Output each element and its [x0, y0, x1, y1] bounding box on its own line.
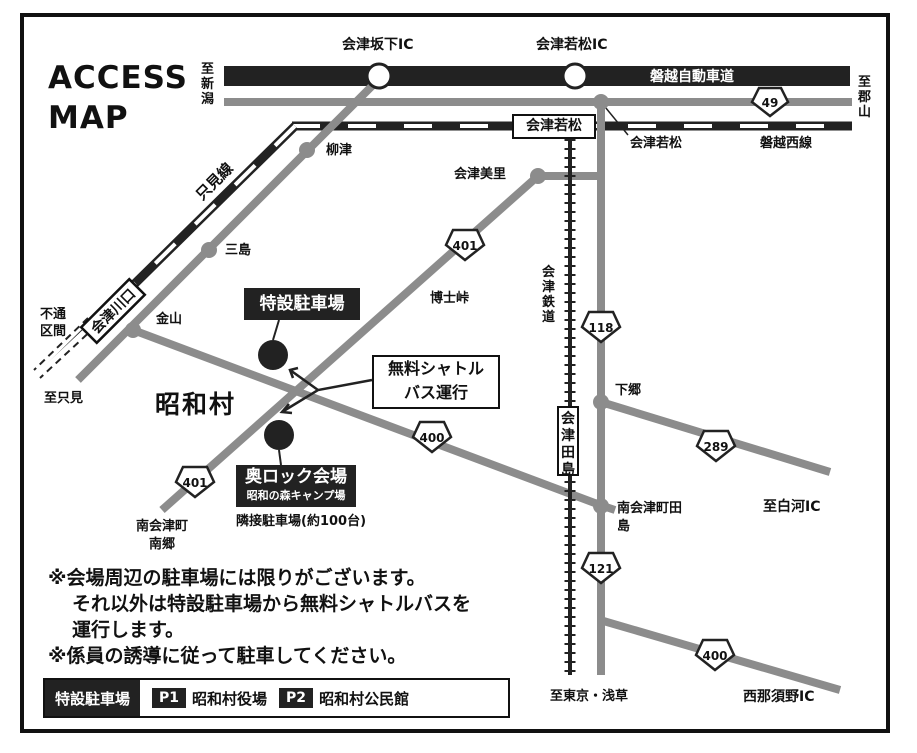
route-shield-49: 49: [750, 86, 790, 118]
note-line-3: 運行します。: [72, 619, 185, 641]
special-parking-marker: [258, 340, 288, 370]
label-nishinasuno-ic: 西那須野IC: [743, 689, 815, 705]
label-to-niigata: 至新潟: [200, 62, 214, 107]
label-yanaizu: 柳津: [326, 143, 353, 158]
svg-text:118: 118: [588, 321, 613, 335]
expressway-banetsu: [224, 66, 850, 86]
svg-text:400: 400: [702, 649, 727, 663]
ic-sakashita-marker: [365, 62, 393, 90]
label-to-tadami: 至只見: [44, 391, 84, 406]
note-line-1: ※会場周辺の駐車場には限りがございます。: [48, 567, 426, 589]
label-hakase-toge: 博士峠: [430, 291, 470, 306]
station-box-aizu-wakamatsu: 会津若松: [512, 114, 596, 139]
dot-aizu-misato: [530, 168, 546, 184]
route-shield-289: 289: [695, 429, 737, 463]
label-to-koriyama: 至郡山: [857, 75, 871, 120]
label-banetsu-west-line: 磐越西線: [760, 136, 813, 151]
dot-tajima: [593, 498, 609, 514]
notes-block: ※会場周辺の駐車場には限りがございます。 それ以外は特設駐車場から無料シャトルバ…: [48, 565, 471, 669]
note-line-4: ※係員の誘導に従って駐車してください。: [48, 645, 407, 667]
svg-text:121: 121: [588, 562, 613, 576]
legend-p1-label: 昭和村役場: [192, 689, 268, 708]
venue-label: 奥ロック会場 昭和の森キャンプ場: [236, 465, 356, 507]
shuttle-bus-box: 無料シャトル バス運行: [372, 355, 500, 409]
venue-marker: [264, 420, 294, 450]
label-mishima: 三島: [225, 243, 252, 258]
svg-text:400: 400: [419, 431, 444, 445]
dot-shimogo: [593, 394, 609, 410]
dot-kaneyama: [125, 322, 141, 338]
legend-p2-badge: P2: [279, 688, 314, 708]
special-parking-label: 特設駐車場: [244, 288, 360, 320]
map-title: ACCESS MAP: [48, 60, 188, 136]
ic-wakamatsu-marker: [561, 62, 589, 90]
route-shield-401-south: 401: [174, 465, 216, 499]
route-shield-121: 121: [580, 551, 622, 585]
label-to-tokyo: 至東京・浅草: [550, 689, 629, 704]
dot-mishima: [201, 242, 217, 258]
leader-special-parking: [272, 319, 280, 341]
svg-text:401: 401: [182, 476, 207, 490]
label-aizu-railway: 会津鉄道: [541, 265, 555, 325]
label-aizu-wakamatsu: 会津若松: [630, 136, 683, 151]
label-showa-village: 昭和村: [155, 390, 237, 419]
label-kaneyama: 金山: [156, 312, 183, 327]
dot-yanaizu: [299, 142, 315, 158]
route-shield-400-west: 400: [411, 420, 453, 454]
svg-text:401: 401: [452, 239, 477, 253]
label-minamiaizu-tajima: 南会津町田島: [617, 501, 683, 534]
venue-adjacent-parking: 隣接駐車場(約100台): [236, 514, 367, 529]
svg-text:289: 289: [703, 440, 728, 454]
label-minamiaizu-nango: 南会津町 南郷: [136, 519, 189, 552]
legend-p2-label: 昭和村公民館: [319, 689, 410, 708]
shuttle-arrows: [279, 366, 373, 415]
svg-text:49: 49: [762, 96, 779, 110]
parking-legend: 特設駐車場 P1 昭和村役場 P2 昭和村公民館: [43, 678, 510, 718]
route-shield-401-north: 401: [444, 228, 486, 262]
legend-title: 特設駐車場: [45, 680, 141, 716]
route-shield-118: 118: [580, 310, 622, 344]
leader-venue: [278, 449, 282, 466]
label-ic-wakamatsu: 会津若松IC: [536, 37, 608, 53]
station-box-aizu-tajima: 会津田島: [557, 406, 579, 478]
note-line-2: それ以外は特設駐車場から無料シャトルバスを: [72, 593, 472, 615]
label-shimogo: 下郷: [615, 383, 642, 398]
label-ic-sakashita: 会津坂下IC: [342, 37, 414, 53]
label-aizu-misato: 会津美里: [454, 167, 507, 182]
legend-p1-badge: P1: [152, 688, 187, 708]
dot-aizu-wakamatsu: [593, 94, 609, 110]
label-non-service-section: 不通区間: [40, 307, 67, 339]
label-expressway: 磐越自動車道: [650, 69, 734, 85]
label-to-shirakawa-ic: 至白河IC: [763, 499, 821, 515]
route-shield-400-east: 400: [694, 638, 736, 672]
